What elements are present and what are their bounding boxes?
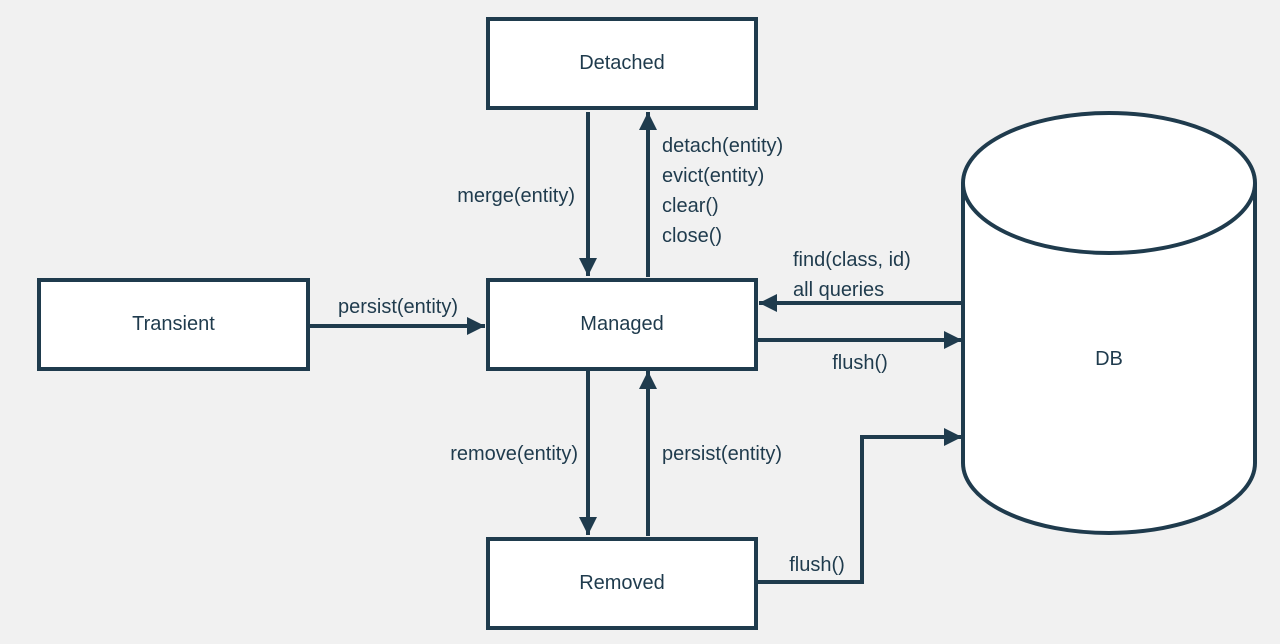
managed-to-db-flush-label: flush() bbox=[832, 352, 888, 374]
node-managed-label: Managed bbox=[580, 313, 664, 335]
all-queries-label-line: all queries bbox=[793, 279, 885, 301]
node-detached: Detached bbox=[486, 17, 758, 110]
node-managed: Managed bbox=[486, 278, 758, 371]
removed-to-db-flush-label: flush() bbox=[789, 554, 845, 576]
persist-transient-label: persist(entity) bbox=[337, 296, 459, 318]
db-cylinder-body bbox=[961, 183, 1257, 535]
node-detached-label: Detached bbox=[579, 52, 665, 74]
node-removed: Removed bbox=[486, 537, 758, 630]
db-to-managed-label-group: find(class, id) all queries bbox=[793, 245, 911, 305]
merge-label: merge(entity) bbox=[457, 185, 575, 207]
removed-to-db-flush-arrow bbox=[758, 428, 962, 584]
evict-label-line: evict(entity) bbox=[662, 165, 765, 187]
node-transient: Transient bbox=[37, 278, 310, 371]
persist-removed-label: persist(entity) bbox=[662, 443, 783, 465]
detach-label-line: detach(entity) bbox=[662, 135, 784, 157]
node-transient-label: Transient bbox=[132, 313, 215, 335]
find-label-line: find(class, id) bbox=[793, 249, 911, 271]
db-cylinder bbox=[961, 111, 1257, 535]
node-removed-label: Removed bbox=[579, 572, 665, 594]
clear-label-line: clear() bbox=[662, 195, 719, 217]
detach-label-group: detach(entity) evict(entity) clear() clo… bbox=[662, 131, 783, 251]
close-label-line: close() bbox=[662, 225, 723, 247]
db-cylinder-top bbox=[961, 111, 1257, 255]
remove-label: remove(entity) bbox=[450, 443, 578, 465]
node-db-label: DB bbox=[1095, 348, 1123, 370]
